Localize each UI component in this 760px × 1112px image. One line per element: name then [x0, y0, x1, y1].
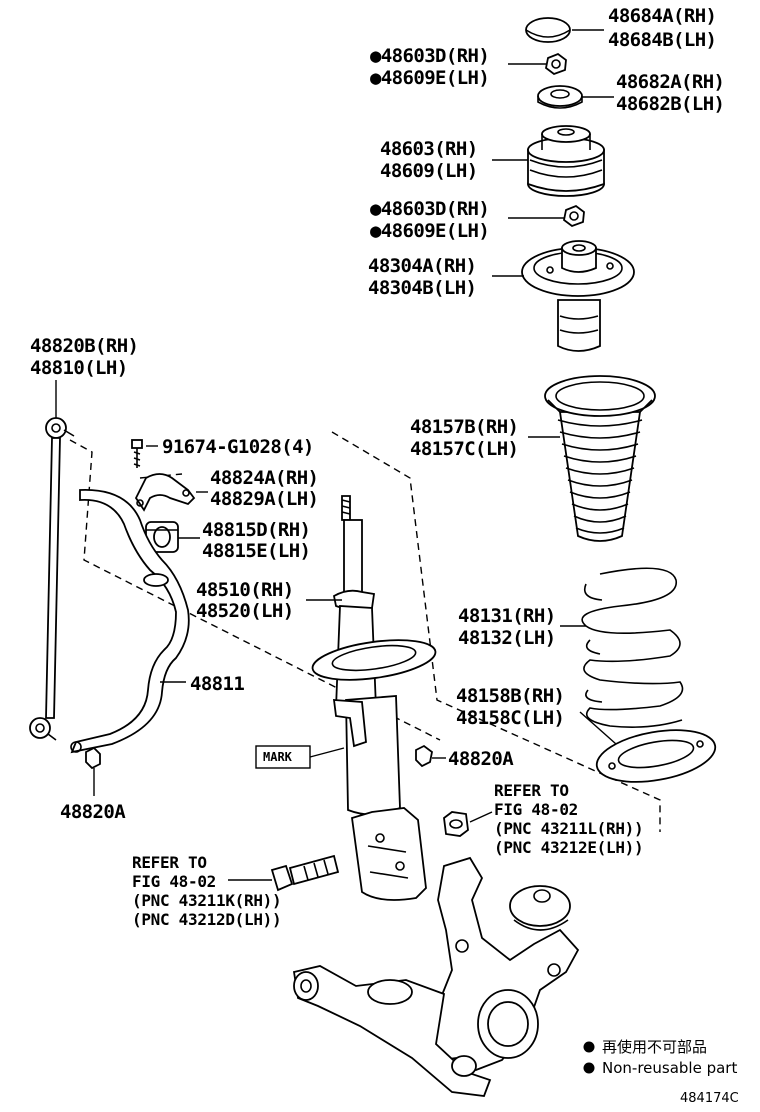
bushing-label-rh: 48815D(RH)	[202, 519, 310, 541]
strut-label-lh: 48520(LH)	[196, 600, 294, 622]
bracket-label-rh: 48824A(RH)	[210, 467, 318, 489]
assembly-dashed-lines	[69, 431, 661, 832]
lower-insulator-part	[595, 729, 717, 783]
stabilizer-link-part	[29, 417, 75, 741]
spring-label-rh: 48131(RH)	[458, 605, 556, 627]
bearing-label-lh: 48682B(LH)	[616, 93, 724, 115]
bolt-label: 91674-G1028(4)	[162, 436, 314, 458]
nut-top-label-lh: ●48609E(LH)	[370, 67, 489, 89]
bracket-bolt-part	[131, 439, 143, 468]
boot-label-rh: 48157B(RH)	[410, 416, 518, 438]
nut-top-label-rh: ●48603D(RH)	[370, 45, 489, 67]
figure-code: 484174C	[680, 1091, 739, 1106]
refer-left-line2: FIG 48-02	[132, 872, 216, 891]
strut-assembly-part	[311, 495, 437, 901]
dust-cap-part	[525, 17, 571, 43]
bracket-label-lh: 48829A(LH)	[210, 488, 318, 510]
link-label-rh: 48820B(RH)	[30, 335, 138, 357]
cap-label-rh: 48684A(RH)	[608, 5, 716, 27]
mark-label: MARK	[263, 750, 293, 764]
dust-boot-part	[544, 375, 656, 542]
refer-right-line1: REFER TO	[494, 781, 569, 800]
refer-right-line3: (PNC 43211L(RH))	[494, 819, 643, 838]
link-nut-bottom-part	[85, 746, 101, 770]
support-label-rh: 48603(RH)	[380, 138, 478, 160]
refer-right-line2: FIG 48-02	[494, 800, 578, 819]
refer-left-line3: (PNC 43211K(RH))	[132, 891, 281, 910]
insulator-label-rh: 48158B(RH)	[456, 685, 564, 707]
stabilizer-bushing-part	[145, 521, 179, 553]
refer-left-line1: REFER TO	[132, 853, 207, 872]
strut-label-rh: 48510(RH)	[196, 579, 294, 601]
cap-label-lh: 48684B(LH)	[608, 29, 716, 51]
nut-right-label: 48820A	[448, 748, 514, 770]
strut-support-part	[527, 125, 605, 197]
top-nut-part	[545, 52, 567, 76]
boot-label-lh: 48157C(LH)	[410, 438, 518, 460]
spring-seat-bumper-part	[521, 240, 635, 352]
bushing-bracket-part	[134, 473, 196, 512]
insulator-label-lh: 48158C(LH)	[456, 707, 564, 729]
legend-japanese: 再使用不可部品	[602, 1038, 707, 1056]
bearing-part	[537, 85, 583, 109]
nut-mid-label-lh: ●48609E(LH)	[370, 220, 489, 242]
refer-right-part	[443, 811, 469, 837]
mid-nut-part	[563, 204, 585, 228]
refer-left-bolt-part	[270, 854, 340, 892]
lower-arm-context	[292, 965, 492, 1097]
seat-label-rh: 48304A(RH)	[368, 255, 476, 277]
nut-mid-label-rh: ●48603D(RH)	[370, 198, 489, 220]
link-nut-right-part	[415, 744, 433, 768]
bearing-label-rh: 48682A(RH)	[616, 71, 724, 93]
nut-bottom-label: 48820A	[60, 801, 126, 823]
legend-bullet-en	[583, 1062, 595, 1074]
refer-left-line4: (PNC 43212D(LH))	[132, 910, 281, 929]
link-label-lh: 48810(LH)	[30, 357, 128, 379]
refer-right-line4: (PNC 43212E(LH))	[494, 838, 643, 857]
seat-label-lh: 48304B(LH)	[368, 277, 476, 299]
spring-label-lh: 48132(LH)	[458, 627, 556, 649]
stabilizer-bar-label: 48811	[190, 673, 244, 695]
coil-spring-part	[581, 567, 684, 728]
support-label-lh: 48609(LH)	[380, 160, 478, 182]
legend-bullet-ja	[583, 1041, 595, 1053]
steering-knuckle-context	[427, 856, 580, 1071]
legend-english: Non-reusable part	[602, 1059, 737, 1077]
bushing-label-lh: 48815E(LH)	[202, 540, 310, 562]
